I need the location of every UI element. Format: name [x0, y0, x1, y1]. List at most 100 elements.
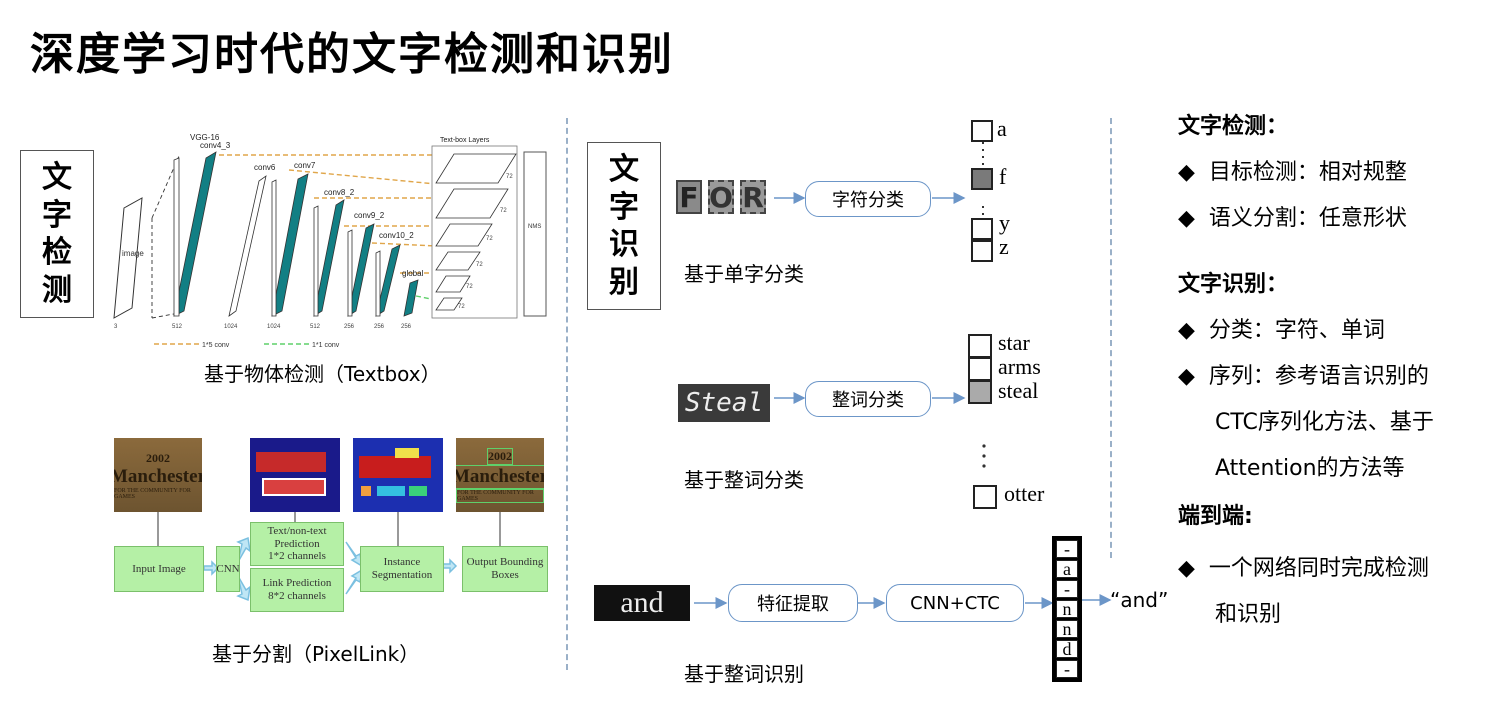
- output-photo: 2002 Manchester FOR THE COMMUNITY FOR GA…: [456, 438, 544, 512]
- conv4-label: conv4_3: [200, 141, 231, 150]
- instance-segmentation-box: Instance Segmentation: [360, 546, 444, 592]
- pred1-line1: Text/non-text Prediction: [267, 525, 327, 550]
- layer-dim: 72: [506, 174, 513, 180]
- vgg-label: VGG-16: [190, 133, 220, 142]
- input-image-slab: [113, 197, 143, 319]
- word-option-box-selected: [968, 380, 992, 404]
- ctc-sequence: - a - n n d -: [1052, 536, 1082, 682]
- bullet-icon: ◆: [1178, 206, 1195, 231]
- layer-plate: [435, 251, 481, 271]
- global-label: global: [402, 269, 424, 278]
- link-prediction-box: Link Prediction 8*2 channels: [250, 568, 344, 612]
- whole-word-recog-caption: 基于整词识别: [684, 662, 804, 686]
- conv4-block: [173, 151, 217, 317]
- steal-word-image: Steal: [678, 384, 770, 422]
- image-label: image: [122, 249, 144, 258]
- letter-tile: F: [676, 180, 702, 214]
- char-option-label: a: [997, 116, 1007, 141]
- pixellink-diagram: 2002 Manchester FOR THE COMMUNITY FOR GA…: [110, 430, 550, 615]
- letter-tile: O: [708, 180, 734, 214]
- conv7-label: conv7: [294, 161, 316, 170]
- word-option-label: arms: [998, 354, 1041, 379]
- cnn-ctc-pill: CNN+CTC: [886, 584, 1024, 622]
- detection-label-char: 测: [42, 272, 72, 308]
- pixellink-caption: 基于分割（PixelLink）: [212, 642, 420, 666]
- bullet-icon: ◆: [1178, 318, 1195, 343]
- note-text: 目标检测：相对规整: [1208, 160, 1407, 185]
- note-text: 一个网络同时完成检测: [1208, 556, 1429, 581]
- dim-label: 512: [172, 324, 183, 330]
- word-option-label: star: [998, 330, 1030, 355]
- dim-label: 256: [344, 324, 355, 330]
- conv10-block: [375, 244, 401, 317]
- pred1-line2: 1*2 channels: [268, 550, 326, 563]
- detection-note-item: ◆ 目标检测：相对规整: [1178, 154, 1498, 186]
- bullet-icon: ◆: [1178, 364, 1195, 389]
- photo-word: Manchester: [456, 464, 544, 489]
- char-option-box: [971, 218, 993, 240]
- word-option-box: [973, 485, 997, 509]
- word-classify-pill: 整词分类: [805, 381, 931, 417]
- page-title: 深度学习时代的文字检测和识别: [30, 29, 674, 80]
- global-block: [403, 279, 419, 317]
- ctc-cell: -: [1056, 539, 1078, 559]
- for-letters: F O R: [676, 180, 766, 214]
- photo-word: Manchester: [114, 465, 202, 487]
- conv7-block: [271, 173, 309, 317]
- e2e-note-item: ◆ 一个网络同时完成检测: [1178, 550, 1498, 582]
- ctc-cell: a: [1056, 559, 1078, 579]
- layers-label: Text-box Layers: [440, 137, 490, 144]
- whole-word-classify-caption: 基于整词分类: [684, 468, 804, 492]
- recognition-note-item: ◆ 序列：参考语言识别的: [1178, 358, 1498, 390]
- recognition-note-item: ◆ 分类：字符、单词: [1178, 312, 1498, 344]
- char-option-label: f: [999, 164, 1007, 189]
- char-option-box: [971, 120, 993, 142]
- ctc-cell: n: [1056, 599, 1078, 619]
- recognition-label-char: 字: [609, 189, 639, 225]
- single-char-caption: 基于单字分类: [684, 262, 804, 286]
- note-continuation: Attention的方法等: [1215, 456, 1405, 481]
- char-option-label: y: [999, 210, 1010, 235]
- divider-left: [566, 118, 568, 670]
- legend-conv1x1: 1*1 conv: [312, 342, 340, 349]
- manchester-photo: 2002 Manchester FOR THE COMMUNITY FOR GA…: [114, 438, 202, 512]
- recognition-label-char: 识: [609, 227, 639, 262]
- layer-plate: [435, 153, 517, 184]
- legend-conv1x5: 1*5 conv: [202, 342, 230, 349]
- dim-label: 256: [401, 324, 412, 330]
- word-option-box: [968, 357, 992, 381]
- word-option-box: [968, 334, 992, 358]
- dim-label: 1024: [267, 324, 281, 330]
- char-option-box-selected: [971, 168, 993, 190]
- detection-label-char: 字: [42, 197, 72, 233]
- char-option-box: [971, 240, 993, 262]
- note-text: 分类：字符、单词: [1208, 318, 1385, 343]
- recognition-arrows: [694, 142, 1112, 609]
- note-text: 序列：参考语言识别的: [1208, 364, 1429, 389]
- conv9-block: [347, 223, 375, 317]
- cnn-box: CNN: [216, 546, 240, 592]
- photo-sub: FOR THE COMMUNITY FOR GAMES: [456, 488, 544, 503]
- and-word-image: and: [594, 585, 690, 621]
- ctc-cell: -: [1056, 579, 1078, 599]
- note-continuation: 和识别: [1215, 602, 1282, 627]
- recognition-label: 文 字 识 别: [587, 142, 661, 310]
- photo-year: 2002: [487, 447, 513, 465]
- textbox-caption: 基于物体检测（Textbox）: [204, 362, 441, 386]
- dim-label: 3: [114, 324, 118, 330]
- textbox-diagram: image VGG-16 conv4_3 conv6 conv7 conv8_2…: [113, 133, 547, 349]
- detection-label-char: 检: [42, 235, 72, 270]
- conv9-label: conv9_2: [354, 211, 385, 220]
- bullet-icon: ◆: [1178, 160, 1195, 185]
- textbox-connections: [219, 154, 437, 274]
- output-boxes-box: Output Bounding Boxes: [462, 546, 548, 592]
- conv6-block: [228, 175, 267, 317]
- char-classify-pill: 字符分类: [805, 181, 931, 217]
- detection-heading: 文字检测：: [1178, 114, 1289, 139]
- photo-year: 2002: [146, 450, 170, 465]
- conv8-block: [313, 199, 345, 317]
- recognition-label-char: 别: [609, 264, 639, 300]
- text-prediction-box: Text/non-text Prediction 1*2 channels: [250, 522, 344, 566]
- end-to-end-heading: 端到端:: [1178, 504, 1253, 529]
- letter-tile: R: [740, 180, 766, 214]
